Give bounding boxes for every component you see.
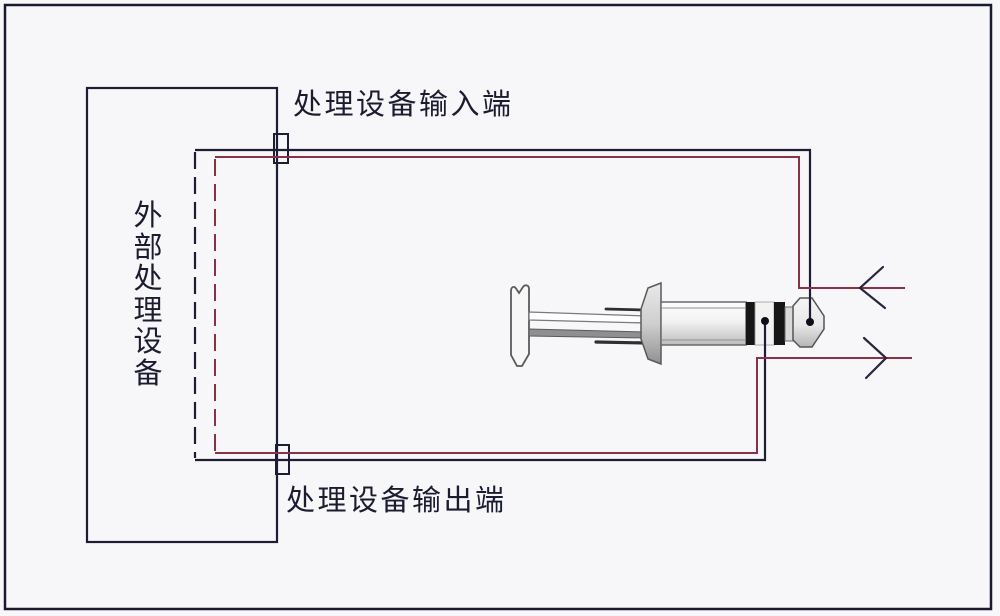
arrow-left-icon bbox=[858, 265, 887, 310]
plug-solder-lug-top bbox=[604, 307, 648, 312]
plug-handle bbox=[510, 284, 530, 367]
plug-shaft-top bbox=[528, 311, 648, 324]
plug-shaft-bottom bbox=[528, 328, 648, 339]
plug-solder-lug-bottom bbox=[594, 340, 648, 345]
external-device-box bbox=[85, 86, 279, 544]
output-return-wire bbox=[215, 357, 912, 454]
outer-frame-border bbox=[3, 3, 993, 611]
external-device-label: 外部处理设备 bbox=[133, 200, 163, 390]
output-terminal-label: 处理设备输出端 bbox=[286, 485, 507, 517]
plug-insulator-2 bbox=[774, 302, 785, 345]
input-signal-wire bbox=[195, 148, 812, 320]
ring-solder-dot bbox=[761, 317, 769, 325]
trs-plug-illustration bbox=[510, 281, 825, 367]
input-return-wire bbox=[215, 156, 905, 289]
tip-solder-dot bbox=[806, 318, 814, 326]
plug-flange bbox=[640, 281, 662, 366]
input-terminal-label: 处理设备输入端 bbox=[293, 89, 514, 121]
plug-sleeve bbox=[660, 301, 747, 346]
plug-neck bbox=[784, 306, 794, 342]
output-signal-wire bbox=[195, 323, 767, 462]
plug-insulator-1 bbox=[746, 302, 755, 345]
arrow-right-icon bbox=[862, 336, 888, 380]
device-input-connector bbox=[273, 133, 289, 164]
